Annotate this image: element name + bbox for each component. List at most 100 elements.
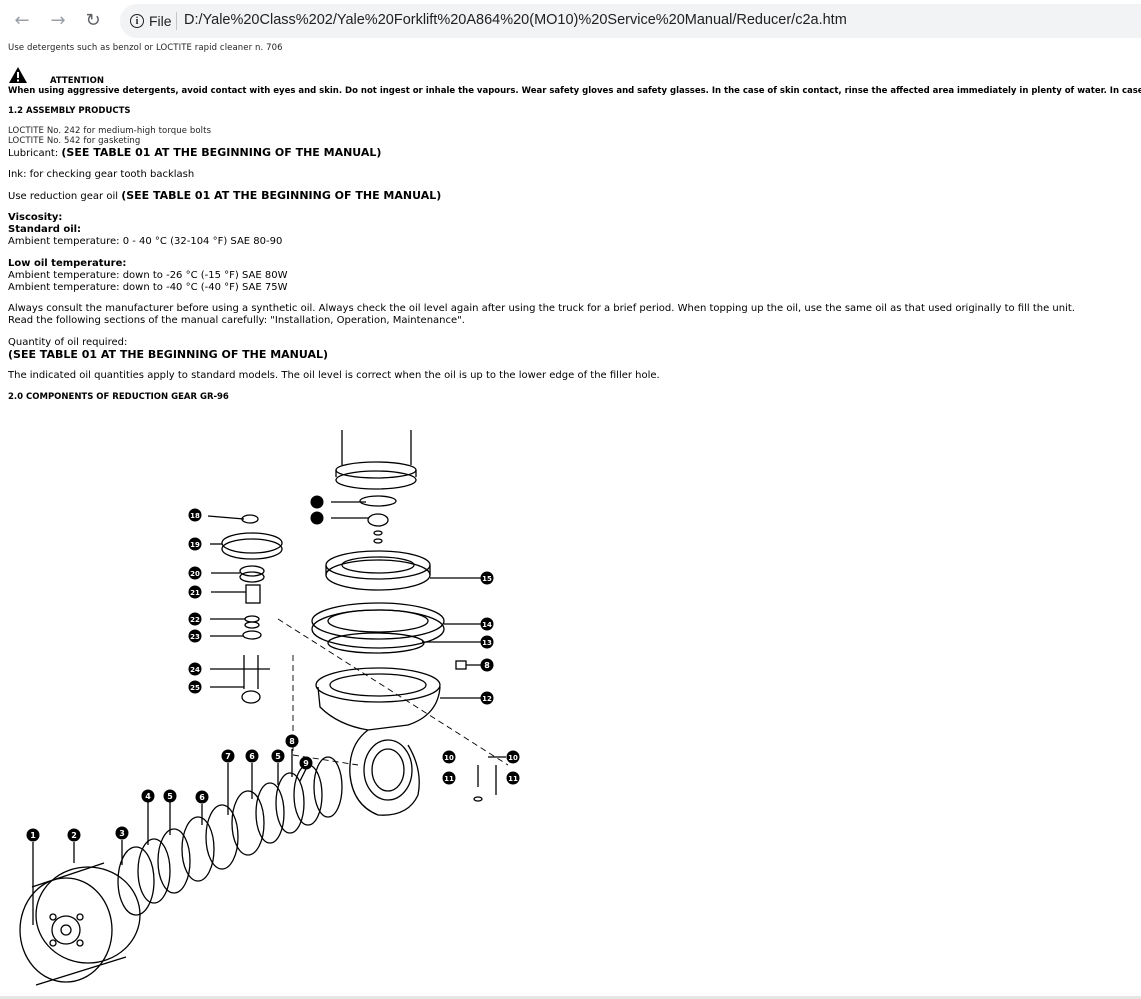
browser-toolbar: ← → ↻ i File D:/Yale%20Class%202/Yale%20… [0, 0, 1141, 42]
info-icon: i [130, 14, 144, 28]
diagram-callout-9: 9 [299, 756, 313, 770]
low-temp-2: Ambient temperature: down to -40 °C (-40… [8, 282, 288, 293]
forward-button[interactable]: → [46, 9, 70, 33]
diagram-callout-15: 15 [480, 571, 494, 585]
synthetic-note: Always consult the manufacturer before u… [8, 303, 1075, 314]
oil-line: Use reduction gear oil (SEE TABLE 01 AT … [8, 190, 441, 203]
diagram-callout-5: 5 [163, 789, 177, 803]
standard-temp: Ambient temperature: 0 - 40 °C (32-104 °… [8, 236, 283, 247]
svg-text:13: 13 [482, 639, 492, 647]
svg-text:8: 8 [289, 737, 295, 746]
diagram-callout-23: 23 [188, 629, 202, 643]
diagram-callout-6: 6 [195, 790, 209, 804]
ink-line: Ink: for checking gear tooth backlash [8, 169, 195, 180]
lubricant-label: Lubricant: [8, 148, 62, 159]
site-info-label: File [149, 13, 172, 29]
svg-text:4: 4 [145, 792, 151, 801]
diagram-callout-20: 20 [188, 566, 202, 580]
svg-text:24: 24 [190, 666, 200, 674]
diagram-callout-6: 6 [245, 749, 259, 763]
diagram-callout-3: 3 [115, 826, 129, 840]
url-text[interactable]: D:/Yale%20Class%202/Yale%20Forklift%20A8… [184, 12, 847, 28]
reduction-gear-exploded-diagram: 1234567658910111011128131415181920212223… [19, 430, 520, 986]
diagram-dot-marker [310, 511, 324, 525]
section-components-heading: 2.0 COMPONENTS OF REDUCTION GEAR GR-96 [8, 392, 229, 402]
svg-text:1: 1 [30, 831, 36, 840]
svg-text:21: 21 [190, 589, 200, 597]
page-content: Use detergents such as benzol or LOCTITE… [8, 42, 1141, 999]
diagram-callout-11: 11 [442, 771, 456, 785]
lubricant-ref: (SEE TABLE 01 AT THE BEGINNING OF THE MA… [61, 146, 382, 159]
arrow-right-icon: → [50, 10, 66, 31]
back-button[interactable]: ← [10, 9, 34, 33]
arrow-left-icon: ← [14, 10, 30, 31]
diagram-callout-4: 4 [141, 789, 155, 803]
read-note: Read the following sections of the manua… [8, 315, 465, 326]
diagram-callout-25: 25 [188, 680, 202, 694]
svg-text:23: 23 [190, 633, 200, 641]
attention-title: ATTENTION [50, 76, 104, 86]
diagram-callout-8: 8 [285, 734, 299, 748]
svg-text:15: 15 [482, 575, 492, 583]
page-bottom-edge [0, 996, 1141, 999]
diagram-callout-13: 13 [480, 635, 494, 649]
svg-text:3: 3 [119, 829, 125, 838]
svg-text:11: 11 [444, 775, 454, 783]
address-divider [176, 12, 177, 30]
svg-text:2: 2 [71, 831, 77, 840]
diagram-callout-18: 18 [188, 508, 202, 522]
oil-ref: (SEE TABLE 01 AT THE BEGINNING OF THE MA… [121, 189, 442, 202]
svg-text:5: 5 [167, 792, 173, 801]
oil-label: Use reduction gear oil [8, 191, 122, 202]
diagram-callout-12: 12 [480, 691, 494, 705]
svg-text:6: 6 [249, 752, 255, 761]
diagram-callout-10: 10 [442, 750, 456, 764]
site-info-chip[interactable]: i File [130, 12, 172, 30]
diagram-callout-21: 21 [188, 585, 202, 599]
warning-icon [9, 67, 27, 83]
diagram-callout-8: 8 [480, 658, 494, 672]
diagram-callout-7: 7 [221, 749, 235, 763]
svg-text:12: 12 [482, 695, 492, 703]
svg-text:14: 14 [482, 621, 492, 629]
diagram-dot-marker [310, 495, 324, 509]
low-temp-1: Ambient temperature: down to -26 °C (-15… [8, 270, 288, 281]
diagram-callout-2: 2 [67, 828, 81, 842]
low-oil-label: Low oil temperature: [8, 258, 127, 269]
diagram-callout-11: 11 [506, 771, 520, 785]
svg-text:19: 19 [190, 541, 200, 549]
svg-text:18: 18 [190, 512, 200, 520]
quantity-ref: (SEE TABLE 01 AT THE BEGINNING OF THE MA… [8, 348, 329, 361]
diagram-callout-24: 24 [188, 662, 202, 676]
section-assembly-heading: 1.2 ASSEMBLY PRODUCTS [8, 106, 131, 116]
diagram-callout-14: 14 [480, 617, 494, 631]
standard-oil-label: Standard oil: [8, 224, 82, 235]
svg-text:5: 5 [275, 752, 281, 761]
svg-text:6: 6 [199, 793, 205, 802]
svg-text:10: 10 [508, 754, 518, 762]
svg-text:20: 20 [190, 570, 200, 578]
loctite-542: LOCTITE No. 542 for gasketing [8, 136, 141, 146]
svg-text:9: 9 [303, 759, 309, 768]
diagram-callout-1: 1 [26, 828, 40, 842]
svg-text:11: 11 [508, 775, 518, 783]
diagram-callout-19: 19 [188, 537, 202, 551]
loctite-242: LOCTITE No. 242 for medium-high torque b… [8, 126, 212, 136]
quantity-label: Quantity of oil required: [8, 337, 128, 348]
lubricant-line: Lubricant: (SEE TABLE 01 AT THE BEGINNIN… [8, 147, 381, 160]
svg-text:10: 10 [444, 754, 454, 762]
detergent-line: Use detergents such as benzol or LOCTITE… [8, 43, 283, 53]
attention-text: When using aggressive detergents, avoid … [8, 86, 1141, 96]
reload-button[interactable]: ↻ [81, 9, 105, 33]
diagram-callout-22: 22 [188, 612, 202, 626]
reload-icon: ↻ [85, 10, 101, 31]
svg-text:22: 22 [190, 616, 200, 624]
svg-text:8: 8 [484, 661, 490, 670]
diagram-callout-10: 10 [506, 750, 520, 764]
address-bar[interactable]: i File D:/Yale%20Class%202/Yale%20Forkli… [120, 4, 1141, 38]
viscosity-label: Viscosity: [8, 212, 63, 223]
svg-text:25: 25 [190, 684, 200, 692]
quantity-note: The indicated oil quantities apply to st… [8, 370, 660, 381]
diagram-callout-5: 5 [271, 749, 285, 763]
